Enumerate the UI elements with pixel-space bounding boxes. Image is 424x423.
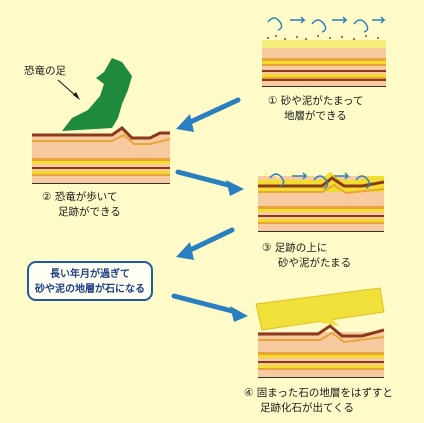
strata-panel-1 (262, 16, 386, 87)
step-4-marker: ④ (244, 387, 254, 399)
time-passes-note: 長い年月が過ぎて 砂や泥の地層が石になる (27, 261, 153, 301)
step-1-marker: ① (268, 95, 278, 107)
step-1-caption: ① 砂や泥がたまって 地層ができる (268, 94, 364, 124)
strata-panel-2 (32, 58, 171, 184)
step-1-line2: 地層ができる (284, 110, 347, 122)
step-3-marker: ③ (262, 242, 272, 254)
flow-arrow-icon (171, 97, 248, 322)
step-4-line2: 足跡化石が出てくる (260, 402, 354, 414)
step-2-marker: ② (42, 191, 52, 203)
note-line1: 長い年月が過ぎて (50, 269, 130, 280)
step-1-line1: 砂や泥がたまって (280, 95, 364, 107)
step-2-line2: 足跡ができる (58, 206, 121, 218)
dinosaur-foot-icon (62, 58, 132, 131)
water-current-icon (269, 172, 371, 189)
step-3-line1: 足跡の上に (274, 242, 328, 254)
step-2-caption: ② 恐竜が歩いて 足跡ができる (42, 190, 121, 220)
water-current-icon (267, 16, 386, 33)
strata-panel-3 (258, 171, 385, 232)
step-3-caption: ③ 足跡の上に 砂や泥がたまる (262, 241, 351, 271)
note-line2: 砂や泥の地層が石になる (35, 284, 145, 295)
strata-panel-4 (255, 287, 385, 378)
step-4-line1: 固まった石の地層をはずすと (256, 387, 393, 399)
footprint-pointer-label: 恐竜の足 (24, 65, 66, 77)
step-3-line2: 砂や泥がたまる (278, 257, 352, 269)
step-4-caption: ④ 固まった石の地層をはずすと 足跡化石が出てくる (244, 386, 393, 416)
step-2-line1: 恐竜が歩いて (54, 191, 118, 203)
